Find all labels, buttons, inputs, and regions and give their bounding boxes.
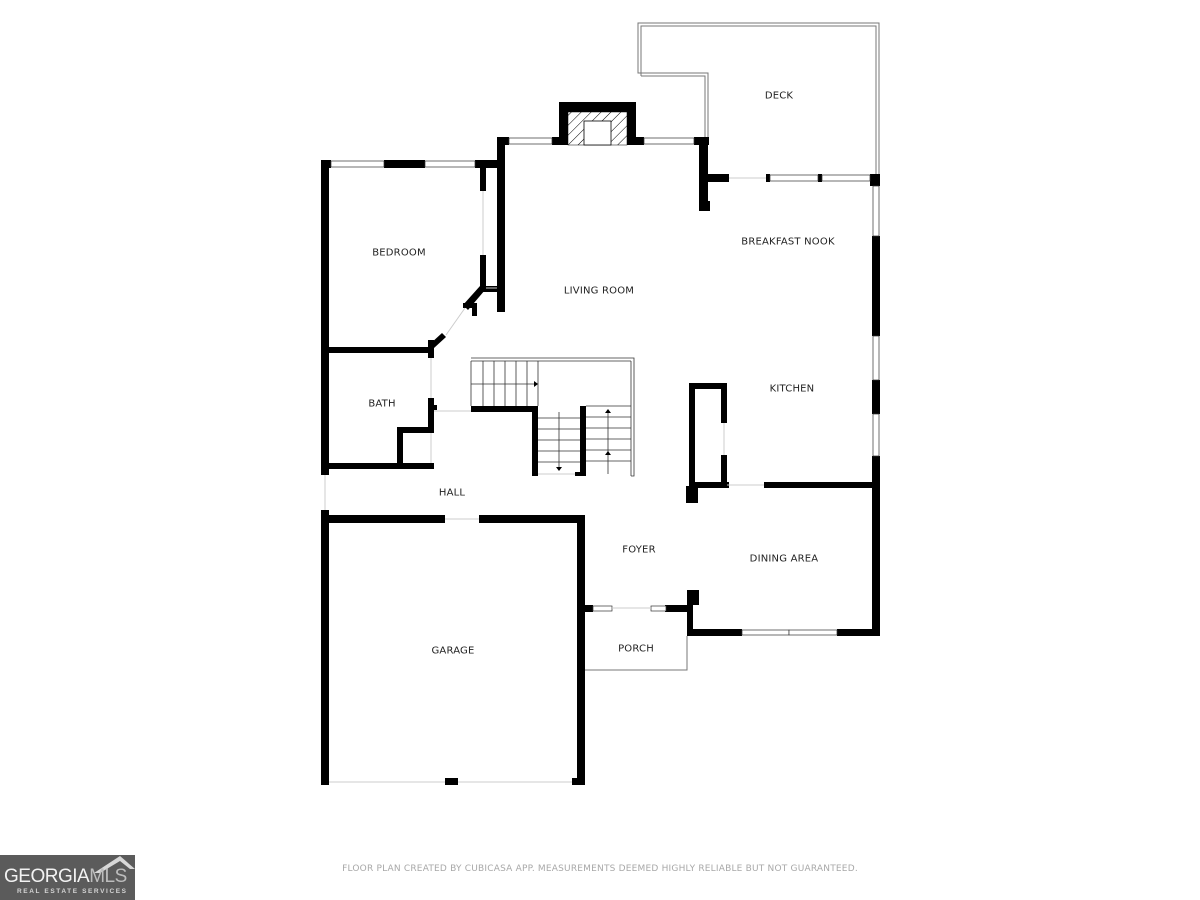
logo-secondary: MLS: [89, 866, 127, 887]
deck-outline: [637, 22, 880, 175]
fireplace: [559, 102, 636, 146]
room-label-garage: GARAGE: [431, 645, 475, 657]
room-label-deck: DECK: [764, 90, 794, 102]
staircase: [470, 357, 635, 477]
room-label-bath: BATH: [368, 398, 396, 410]
windows: [330, 137, 880, 636]
stair-arrows: [534, 381, 611, 471]
door-openings: [324, 177, 766, 783]
room-label-bedroom: BEDROOM: [372, 247, 426, 259]
logo-primary: GEORGIA: [4, 866, 90, 887]
room-label-breakfast-nook: BREAKFAST NOOK: [741, 236, 835, 248]
room-label-hall: HALL: [438, 487, 466, 499]
room-label-porch: PORCH: [618, 643, 654, 655]
logo-tagline: REAL ESTATE SERVICES: [17, 888, 128, 895]
room-label-dining-area: DINING AREA: [749, 553, 819, 565]
walls: [321, 137, 880, 785]
logo-wordmark: GEORGIAMLS: [4, 867, 127, 887]
roof-icon: [94, 856, 135, 873]
georgia-mls-logo: GEORGIAMLS REAL ESTATE SERVICES: [0, 855, 135, 900]
room-label-kitchen: KITCHEN: [769, 383, 815, 395]
room-label-living-room: LIVING ROOM: [563, 285, 635, 297]
room-label-foyer: FOYER: [622, 544, 656, 556]
disclaimer-text: FLOOR PLAN CREATED BY CUBICASA APP. MEAS…: [342, 864, 858, 874]
porch-outline: [585, 636, 688, 671]
